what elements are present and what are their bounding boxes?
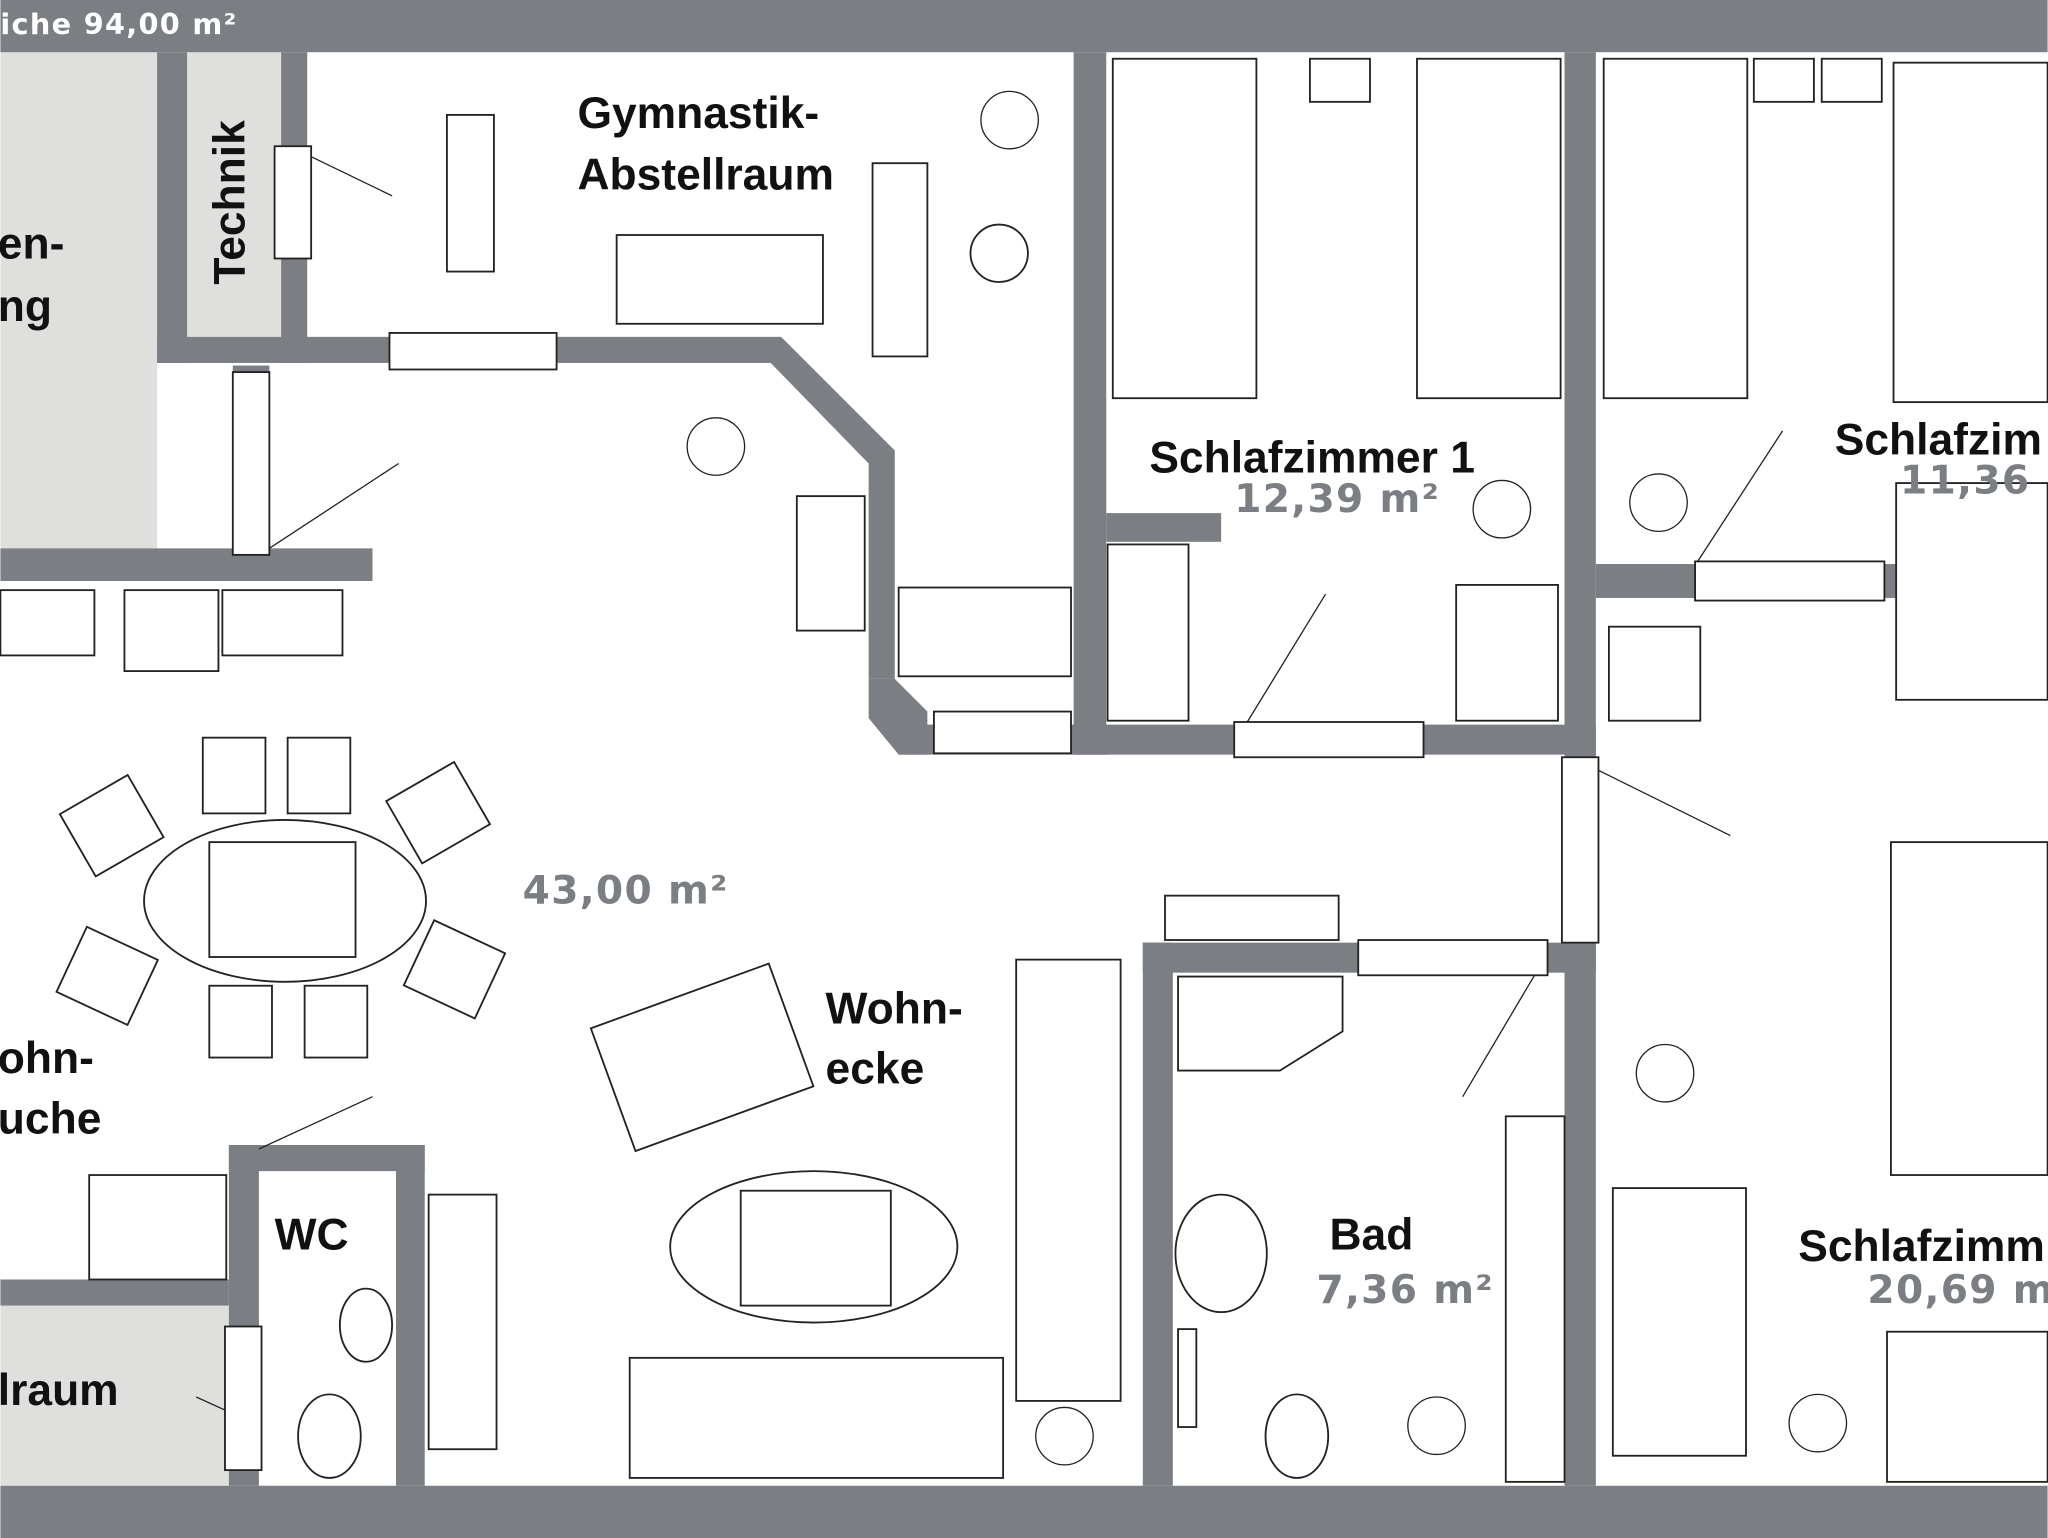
room-label-wc: WC	[275, 1210, 349, 1259]
room-label-schlafzimmer-1: Schlafzimmer 1	[1149, 434, 1475, 483]
room-area-wohn: 43,00 m²	[523, 868, 729, 913]
room-area-schlafzimmer-1: 12,39 m²	[1234, 477, 1440, 522]
room-label-left-top-2: ng	[0, 282, 52, 331]
room-label-wohnecke-1: Wohn-	[826, 985, 963, 1034]
room-area-schlafzimmer-3: 20,69 m	[1867, 1268, 2048, 1313]
room-label-schlafzimmer-3: Schlafzimm	[1798, 1222, 2045, 1271]
room-label-bad: Bad	[1330, 1210, 1414, 1259]
room-label-abstell: lraum	[0, 1366, 119, 1415]
room-label-wohnecke-2: ecke	[826, 1045, 925, 1094]
furniture	[0, 57, 2048, 1483]
room-label-schlafzimmer-2: Schlafzim	[1835, 415, 2042, 464]
room-label-wohnkueche-2: uche	[0, 1094, 101, 1143]
room-left-top	[0, 52, 158, 549]
room-label-left-top-1: en-	[0, 220, 64, 269]
room-area-schlafzimmer-2: 11,36	[1900, 459, 2030, 504]
room-label-gym-1: Gymnastik-	[577, 89, 819, 138]
total-area-label: iche 94,00 m²	[0, 7, 237, 41]
room-technik	[187, 52, 282, 337]
room-area-bad: 7,36 m²	[1316, 1268, 1493, 1313]
room-abstell	[0, 1305, 229, 1486]
room-label-technik: Technik	[206, 120, 255, 285]
windows	[195, 145, 1886, 1472]
room-label-wohnkueche-1: ohn-	[0, 1034, 94, 1083]
room-label-gym-2: Abstellraum	[577, 150, 833, 199]
